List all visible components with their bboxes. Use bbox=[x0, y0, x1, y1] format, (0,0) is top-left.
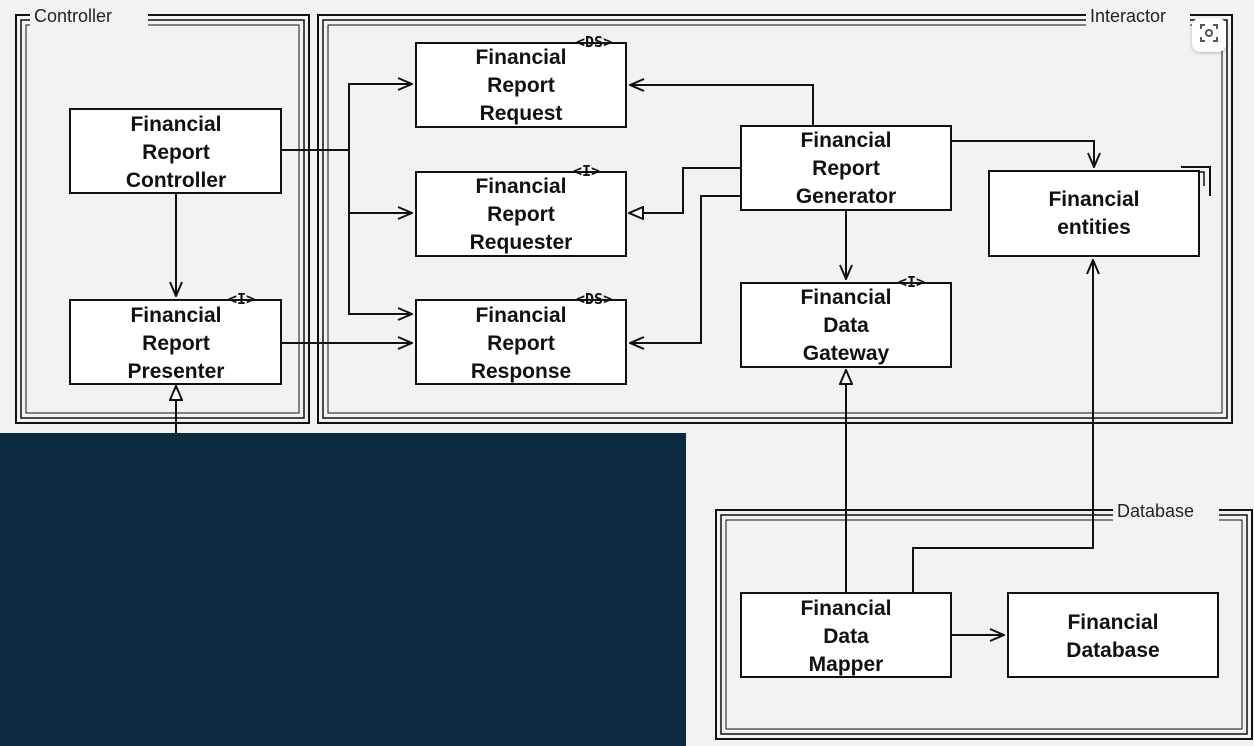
financial-report-request-box: Financial Report Request <DS> bbox=[415, 33, 627, 128]
financial-database-box: Financial Database bbox=[1007, 592, 1219, 678]
financial-data-mapper-box: Financial Data Mapper bbox=[740, 592, 952, 678]
generator-to-request-arrow bbox=[630, 85, 814, 126]
controller-to-request-arrow bbox=[281, 84, 412, 151]
svg-text:Financial: Financial bbox=[130, 113, 221, 136]
interface-stereotype: <I> bbox=[898, 273, 925, 291]
data-structure-stereotype: <DS> bbox=[576, 290, 612, 308]
svg-text:Report: Report bbox=[487, 74, 555, 97]
svg-text:Financial: Financial bbox=[1048, 188, 1139, 211]
svg-text:Financial: Financial bbox=[475, 175, 566, 198]
controller-to-requester-arrow bbox=[348, 150, 412, 213]
financial-report-presenter-box: Financial Report Presenter <I> bbox=[69, 290, 282, 385]
financial-report-response-box: Financial Report Response <DS> bbox=[415, 290, 627, 385]
svg-text:Request: Request bbox=[480, 102, 563, 125]
svg-text:Financial: Financial bbox=[800, 597, 891, 620]
data-structure-stereotype: <DS> bbox=[576, 33, 612, 51]
generator-to-entities-arrow bbox=[951, 140, 1094, 167]
svg-text:Mapper: Mapper bbox=[809, 653, 884, 676]
svg-text:Generator: Generator bbox=[796, 185, 896, 208]
svg-text:entities: entities bbox=[1057, 216, 1131, 239]
svg-text:Response: Response bbox=[471, 360, 571, 383]
scan-button[interactable] bbox=[1192, 18, 1226, 52]
interface-stereotype: <I> bbox=[573, 162, 600, 180]
svg-text:Report: Report bbox=[487, 332, 555, 355]
svg-text:Data: Data bbox=[823, 625, 869, 648]
financial-report-requester-box: Financial Report Requester <I> bbox=[415, 162, 627, 257]
generator-implements-requester-arrow bbox=[629, 167, 741, 213]
financial-report-controller-box: Financial Report Controller bbox=[69, 108, 282, 194]
generator-to-response-arrow bbox=[630, 195, 741, 343]
svg-text:Report: Report bbox=[487, 203, 555, 226]
svg-text:Report: Report bbox=[142, 141, 210, 164]
database-label: Database bbox=[1117, 501, 1194, 521]
svg-text:Report: Report bbox=[812, 157, 880, 180]
svg-text:Requester: Requester bbox=[470, 231, 573, 254]
interface-stereotype: <I> bbox=[228, 290, 255, 308]
database-group bbox=[715, 509, 1253, 740]
svg-text:Financial: Financial bbox=[800, 286, 891, 309]
svg-text:Presenter: Presenter bbox=[128, 360, 225, 383]
controller-group bbox=[15, 14, 310, 424]
svg-text:Database: Database bbox=[1066, 639, 1159, 662]
svg-text:Data: Data bbox=[823, 314, 869, 337]
controller-to-response-arrow bbox=[348, 213, 412, 314]
svg-text:Financial: Financial bbox=[130, 304, 221, 327]
svg-text:Report: Report bbox=[142, 332, 210, 355]
financial-report-generator-box: Financial Report Generator bbox=[740, 125, 952, 211]
interactor-label: Interactor bbox=[1090, 6, 1166, 26]
svg-text:Financial: Financial bbox=[800, 129, 891, 152]
svg-text:Financial: Financial bbox=[1067, 611, 1158, 634]
svg-text:Gateway: Gateway bbox=[803, 342, 890, 365]
controller-label: Controller bbox=[34, 6, 112, 26]
svg-text:Controller: Controller bbox=[126, 169, 226, 192]
financial-entities-box: Financial entities bbox=[988, 166, 1211, 257]
svg-text:Financial: Financial bbox=[475, 304, 566, 327]
scan-icon bbox=[1199, 23, 1219, 48]
interactor-group bbox=[317, 14, 1233, 424]
svg-text:Financial: Financial bbox=[475, 46, 566, 69]
financial-data-gateway-box: Financial Data Gateway <I> bbox=[740, 273, 952, 368]
dark-overlay-panel bbox=[0, 433, 686, 746]
mapper-to-entities-arrow bbox=[912, 260, 1093, 593]
